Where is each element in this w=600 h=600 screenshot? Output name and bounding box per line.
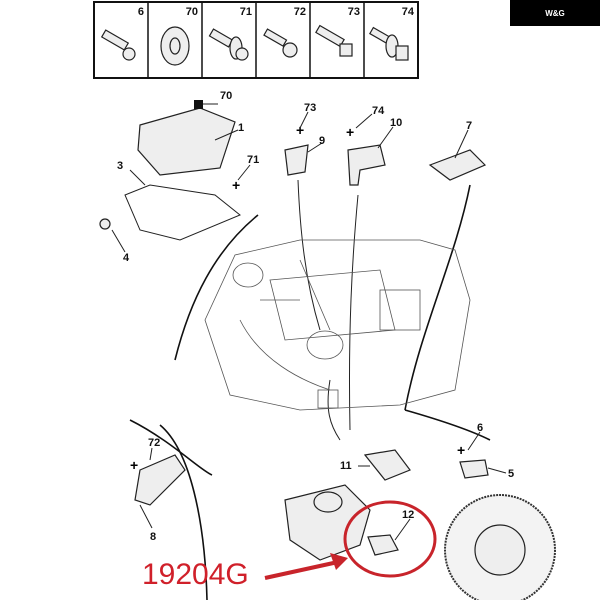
- sensor-9: [284, 144, 309, 176]
- sensor-8: [134, 454, 186, 506]
- ecu-bracket: [99, 184, 241, 241]
- sensor-10: [347, 144, 386, 186]
- callout-4: 4: [123, 252, 130, 264]
- flywheel: [444, 494, 556, 600]
- washer-icon: [160, 26, 190, 66]
- hex-bolt-icon: [315, 24, 353, 57]
- part-number-label: 19204G: [142, 558, 249, 591]
- callout-11: 11: [340, 460, 352, 472]
- callout-1: 1: [238, 122, 244, 134]
- screw-icon: [263, 28, 298, 58]
- table-cell-72: 72: [294, 6, 306, 18]
- throttle-body: [284, 484, 371, 561]
- table-cell-71: 71: [240, 6, 252, 18]
- table-cell-73: 73: [348, 6, 360, 18]
- table-cell-74: 74: [402, 6, 415, 18]
- arrow-head-icon: [330, 553, 348, 570]
- callout-72: 72: [148, 437, 160, 449]
- callout-12: 12: [402, 509, 414, 521]
- table-cell-6: 6: [138, 6, 144, 18]
- sensor-12: [367, 534, 399, 556]
- callout-8: 8: [150, 531, 156, 543]
- plus-marker-icon: +: [232, 177, 240, 193]
- bolt-washer-icon: [208, 28, 249, 61]
- callout-70: 70: [220, 90, 232, 102]
- square-marker-icon: [194, 100, 203, 109]
- plus-marker-icon: +: [457, 442, 465, 458]
- sensor-11: [363, 449, 411, 481]
- callout-71: 71: [247, 154, 259, 166]
- sensor-5: [459, 459, 489, 479]
- brand-logo: W&G: [510, 0, 600, 26]
- table-cell-70: 70: [186, 6, 198, 18]
- fastener-table: 6 70 71 72 73 74: [93, 1, 419, 79]
- callout-7: 7: [466, 120, 472, 132]
- callout-73: 73: [304, 102, 316, 114]
- sensor-7: [428, 149, 487, 181]
- ecu-module: [137, 107, 236, 176]
- plus-marker-icon: +: [130, 457, 138, 473]
- callout-6: 6: [477, 422, 483, 434]
- engine-bay: [204, 239, 471, 411]
- plus-marker-icon: +: [346, 124, 354, 140]
- plus-marker-icon: +: [296, 122, 304, 138]
- callout-74: 74: [372, 105, 385, 117]
- highlight-circle: [343, 500, 437, 578]
- callout-3: 3: [117, 160, 123, 172]
- callout-10: 10: [390, 117, 402, 129]
- bolt-spacer-icon: [369, 26, 409, 61]
- callout-5: 5: [508, 468, 514, 480]
- bolt-icon: [100, 29, 136, 61]
- highlight-arrow: [264, 560, 339, 580]
- brand-logo-text: W&G: [545, 8, 565, 18]
- callout-9: 9: [319, 135, 325, 147]
